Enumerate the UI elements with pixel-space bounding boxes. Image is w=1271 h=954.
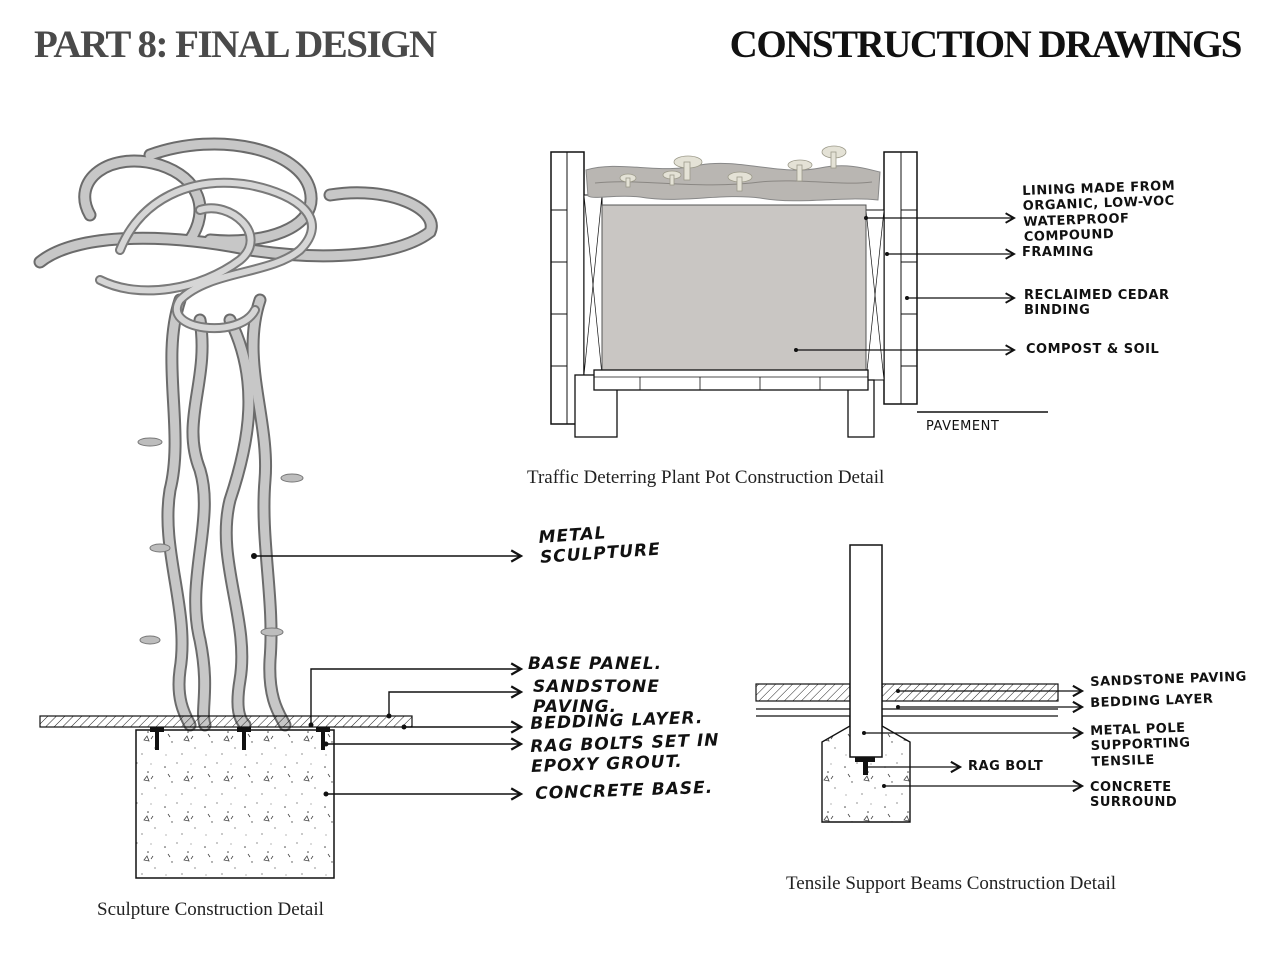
plant-pot-caption: Traffic Deterring Plant Pot Construction… <box>527 467 885 488</box>
tensile-detail <box>755 544 1085 823</box>
section-title: CONSTRUCTION DRAWINGS <box>729 23 1243 66</box>
label-metal-sculpture: Metal sculpture <box>538 523 662 568</box>
label-framing: Framing <box>1022 245 1094 260</box>
page-title: PART 8: FINAL DESIGN <box>34 23 437 66</box>
label-rag-bolts: Rag bolts set in epoxy grout. <box>530 730 720 778</box>
label-pavement: Pavement <box>926 419 1000 434</box>
label-concrete-surround: Concrete surround <box>1090 780 1178 811</box>
label-sandstone-paving: Sandstone paving. <box>533 677 660 718</box>
label-lining: Lining made from organic, low-voc waterp… <box>1022 178 1176 245</box>
label-compost: Compost & soil <box>1026 342 1160 357</box>
label-metal-pole: Metal pole supporting tensile <box>1090 720 1191 770</box>
sculpture-detail <box>33 137 524 879</box>
plant-pot-detail <box>550 145 1048 438</box>
label-base-panel: Base panel. <box>528 654 663 674</box>
sculpture-caption: Sculpture Construction Detail <box>97 899 324 920</box>
label-cedar-binding: Reclaimed cedar binding <box>1024 288 1170 319</box>
label-rag-bolt: Rag bolt <box>968 759 1044 774</box>
tensile-caption: Tensile Support Beams Construction Detai… <box>786 873 1117 894</box>
